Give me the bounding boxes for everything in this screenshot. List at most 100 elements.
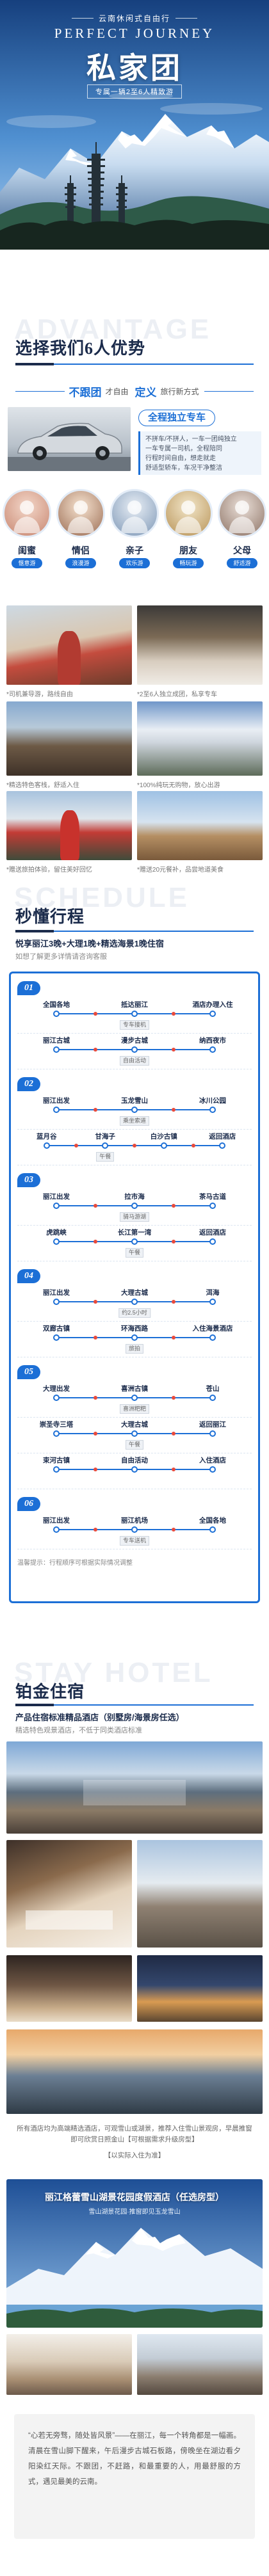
hero-subtitle: 专属一辆2至6人精致游 — [86, 84, 183, 99]
audience-label: 父母 — [233, 545, 251, 556]
route-stop-dot — [209, 1046, 216, 1053]
car-feature-item: 不拼车/不拼人，一车一团纯独立 — [145, 436, 237, 443]
route-row: 丽江出发玉龙雪山乘坐索道冰川公园 — [17, 1094, 252, 1130]
slogan-banner: 不跟团 才自由 定义 旅行新方式 — [15, 380, 254, 402]
route-stop-dot — [131, 1299, 138, 1305]
route-row: 束河古镇自由活动入住酒店 — [17, 1453, 252, 1489]
car-feature-item: 行程时间自由，想走就走 — [145, 455, 216, 462]
route-stop-tag: 专车接机 — [119, 1020, 150, 1030]
route-stop-dot — [131, 1395, 138, 1401]
route-stop-label: 纳西夜市 — [199, 1037, 226, 1044]
route-transfer-dot — [172, 1300, 175, 1304]
feature-caption: *精选特色客栈，舒适入住 — [6, 782, 79, 789]
photo-hotel-lounge — [6, 1955, 132, 2022]
route-stop-tag: 约2.5小时 — [118, 1308, 151, 1318]
route-transfer-dot — [94, 1528, 97, 1532]
route-stop-dot — [53, 1299, 60, 1305]
audience-section: 闺蜜惬意游情侣浪漫游亲子欢乐游朋友畅玩游父母舒适游 — [0, 480, 269, 595]
route-transfer-dot — [172, 1396, 175, 1400]
route-stop-label: 返回酒店 — [209, 1133, 236, 1140]
photo-snow-mountain — [137, 701, 263, 776]
closing-quote-section: “心若无旁骛，随处皆风景”——在丽江，每一个转角都是一幅画。清晨在雪山脚下醒来，… — [0, 2400, 269, 2550]
route-row: 丽江出发大理古城约2.5小时洱海 — [17, 1286, 252, 1322]
route-stop-label: 白沙古镇 — [150, 1133, 177, 1140]
route-transfer-dot — [172, 1528, 175, 1532]
route-transfer-dot — [74, 1144, 78, 1148]
route-stop-label: 茶马古道 — [199, 1193, 226, 1201]
bed — [26, 1910, 113, 1930]
route-row: 崇圣寺三塔大理古城午餐返回丽江 — [17, 1418, 252, 1453]
route-stop-label: 丽江出发 — [43, 1289, 70, 1297]
route-stop-dot — [131, 1238, 138, 1245]
hero-english-title: PERFECT JOURNEY — [54, 26, 215, 41]
advantage-section: ADVANTAGE 选择我们6人优势 不跟团 才自由 定义 旅行新方式 — [0, 250, 269, 403]
route-stop-dot — [160, 1142, 167, 1149]
route-stop-dot — [53, 1395, 60, 1401]
audience-tag: 浪漫游 — [65, 558, 96, 568]
hotel-card-subtitle: 雪山湖景花园·推窗即见玉龙雪山 — [88, 2209, 181, 2216]
slogan-part: 不跟团 — [69, 386, 102, 399]
route-transfer-dot — [172, 1336, 175, 1340]
photo-private-car-interior — [137, 605, 263, 685]
person-figure — [60, 810, 79, 860]
route-stop-dot — [131, 1011, 138, 1017]
route-stop-dot — [209, 1430, 216, 1437]
route-stop-label: 冰川公园 — [199, 1097, 226, 1105]
route-transfer-dot — [172, 1048, 175, 1052]
group-icon — [175, 500, 202, 533]
route-stop-label: 返回酒店 — [199, 1229, 226, 1236]
route-stop-tag: 专车送机 — [119, 1536, 150, 1546]
route-stop-label: 抵达丽江 — [121, 1001, 148, 1009]
hotel-paragraph-note: 【以实际入住为准】 — [104, 2152, 165, 2159]
route-stop-label: 自由活动 — [121, 1457, 148, 1464]
slogan-part: 定义 — [134, 386, 157, 399]
route-transfer-dot — [94, 1108, 97, 1112]
itinerary-day: 03 丽江出发拉市海骑马游湖茶马古道虎跳峡长江第一湾午餐返回酒店 — [17, 1173, 252, 1261]
audience-photo — [3, 489, 51, 538]
hotel-card-title: 丽江格蕾雪山湖景花园度假酒店（任选房型） — [45, 2192, 224, 2202]
route-stop-tag: 午餐 — [125, 1440, 144, 1450]
route-row: 丽江出发拉市海骑马游湖茶马古道 — [17, 1190, 252, 1226]
route-stop-dot — [209, 1107, 216, 1113]
audience-label: 闺蜜 — [18, 545, 36, 556]
feature-caption: *赠送20元餐补，品尝地道美食 — [137, 867, 224, 874]
audience-tag: 畅玩游 — [173, 558, 204, 568]
hero-tagline: 云南休闲式自由行 — [98, 14, 170, 23]
car-feature-list: 不拼车/不拼人，一车一团纯独立一车专属一司机，全程陪同行程时间自由，想走就走舒适… — [138, 431, 261, 475]
photo-boutique-inn — [6, 701, 132, 776]
route-row: 丽江出发丽江机场专车送机全国各地 — [17, 1514, 252, 1549]
day-number-badge: 03 — [17, 1173, 40, 1187]
route-transfer-dot — [172, 1240, 175, 1244]
route-stop-tag: 喜洲粑粑 — [119, 1404, 150, 1414]
route-stop-dot — [209, 1395, 216, 1401]
audience-photo — [218, 489, 266, 538]
route-row: 全国各地抵达丽江专车接机酒店办理入住 — [17, 998, 252, 1034]
route-stop-label: 丽江出发 — [43, 1097, 70, 1105]
hotel-section-header: STAY HOTEL 铂金住宿 产品住宿标准精品酒店（别墅房/海景房任选） 精选… — [0, 1610, 269, 1738]
audience-tag: 舒适游 — [227, 558, 257, 568]
photo-hotel-bedroom — [6, 1840, 132, 1948]
route-stop-dot — [209, 1203, 216, 1209]
route-row: 丽江古城漫步古城自由活动纳西夜市 — [17, 1034, 252, 1069]
route-row: 虎跳峡长江第一湾午餐返回酒店 — [17, 1226, 252, 1261]
audience-item: 闺蜜惬意游 — [0, 489, 54, 591]
route-row: 双廊古镇环海西路旅拍入住海景酒店 — [17, 1322, 252, 1357]
route-stop-dot — [131, 1430, 138, 1437]
schedule-note: 如想了解更多详情请咨询客服 — [15, 953, 107, 961]
route-stop-label: 束河古镇 — [43, 1457, 70, 1464]
friends-icon — [13, 500, 40, 533]
route-transfer-dot — [94, 1396, 97, 1400]
decor-line — [15, 390, 65, 392]
route-transfer-dot — [172, 1204, 175, 1208]
hotel-paragraph: 所有酒店均为高端精选酒店，可观雪山或湖景，推荐入住雪山景观房，早晨推窗即可欣赏日… — [17, 2125, 252, 2143]
feature-caption: *司机兼导游，路线自由 — [6, 691, 73, 698]
route-transfer-dot — [94, 1204, 97, 1208]
clouds — [6, 92, 263, 128]
car-photo — [8, 407, 131, 471]
hotel-note: 精选特色观景酒店，不低于同类酒店标准 — [15, 1727, 142, 1734]
